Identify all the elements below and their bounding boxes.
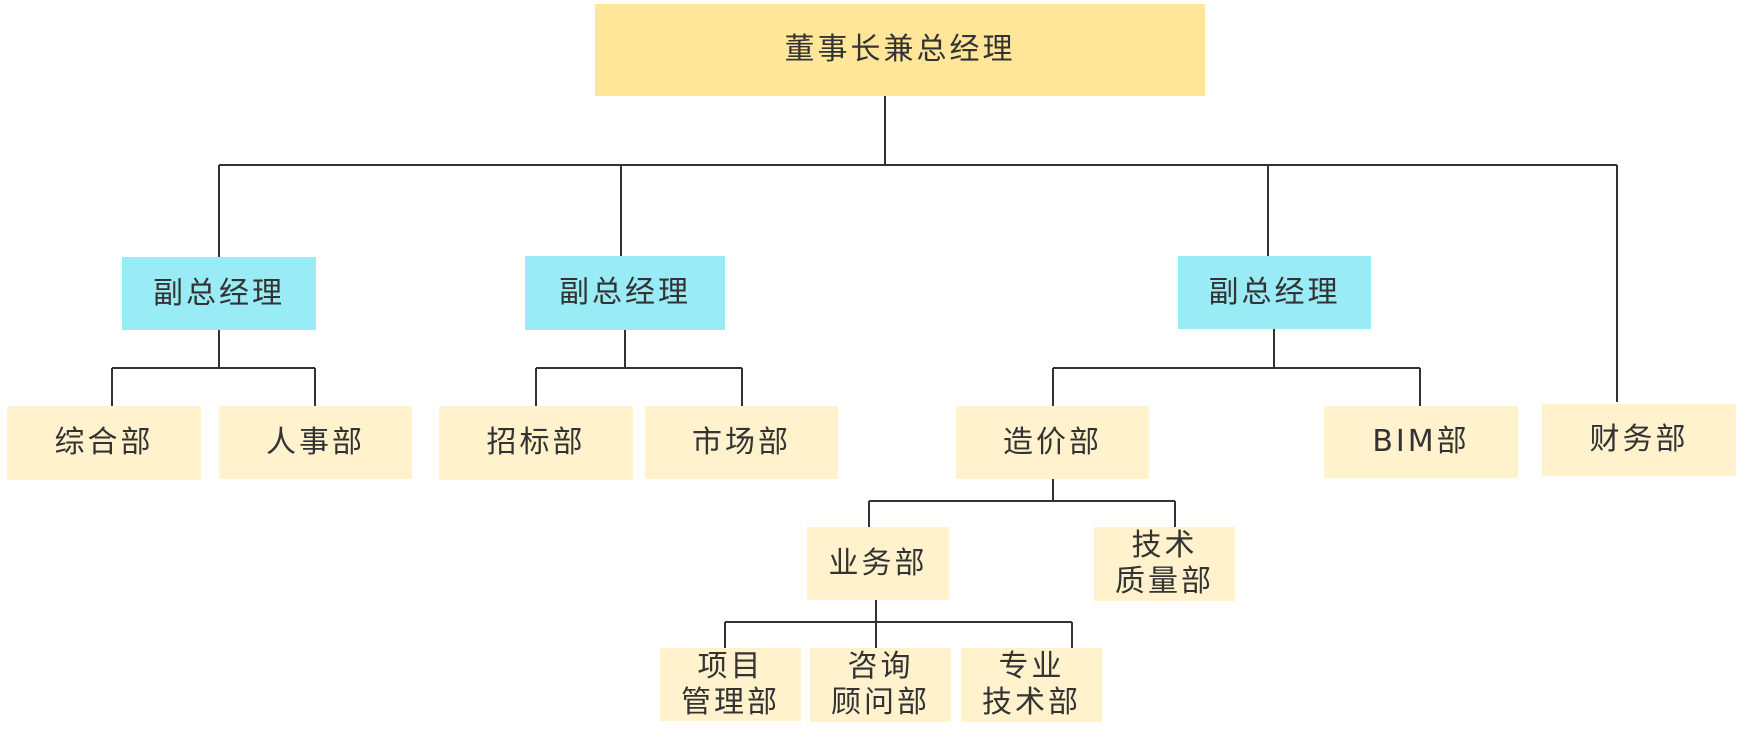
node-dept-general: 综合部: [7, 406, 201, 480]
node-label: 咨询 顾问部: [831, 649, 930, 720]
node-label: 业务部: [828, 545, 928, 581]
node-dept-project-mgmt: 项目 管理部: [660, 648, 801, 721]
node-dept-bim: BIM部: [1324, 406, 1518, 478]
node-label: 财务部: [1589, 422, 1689, 457]
node-label: BIM部: [1372, 424, 1470, 459]
node-label: 人事部: [266, 424, 365, 460]
node-label: 项目 管理部: [681, 648, 780, 720]
node-dept-tech-quality: 技术 质量部: [1094, 527, 1235, 601]
node-label: 综合部: [54, 425, 154, 460]
node-label: 董事长兼总经理: [784, 32, 1016, 67]
node-vp-3: 副总经理: [1178, 256, 1371, 329]
node-label: 市场部: [692, 424, 791, 460]
node-dept-hr: 人事部: [219, 406, 412, 479]
node-dept-bidding: 招标部: [439, 406, 633, 480]
node-label: 招标部: [486, 425, 586, 460]
node-label: 副总经理: [559, 275, 691, 310]
node-dept-finance: 财务部: [1542, 404, 1736, 476]
node-dept-business: 业务部: [807, 527, 949, 600]
node-label: 技术 质量部: [1115, 528, 1214, 599]
node-vp-1: 副总经理: [122, 257, 316, 330]
node-dept-consulting: 咨询 顾问部: [810, 648, 951, 722]
node-dept-costing: 造价部: [956, 406, 1149, 479]
node-dept-specialist-tech: 专业 技术部: [961, 648, 1102, 722]
node-label: 专业 技术部: [982, 649, 1081, 720]
node-dept-market: 市场部: [645, 406, 838, 479]
node-vp-2: 副总经理: [525, 256, 725, 330]
node-chairman-gm: 董事长兼总经理: [595, 4, 1205, 96]
node-label: 副总经理: [1208, 274, 1341, 310]
node-label: 造价部: [1003, 424, 1102, 460]
node-label: 副总经理: [153, 275, 285, 311]
